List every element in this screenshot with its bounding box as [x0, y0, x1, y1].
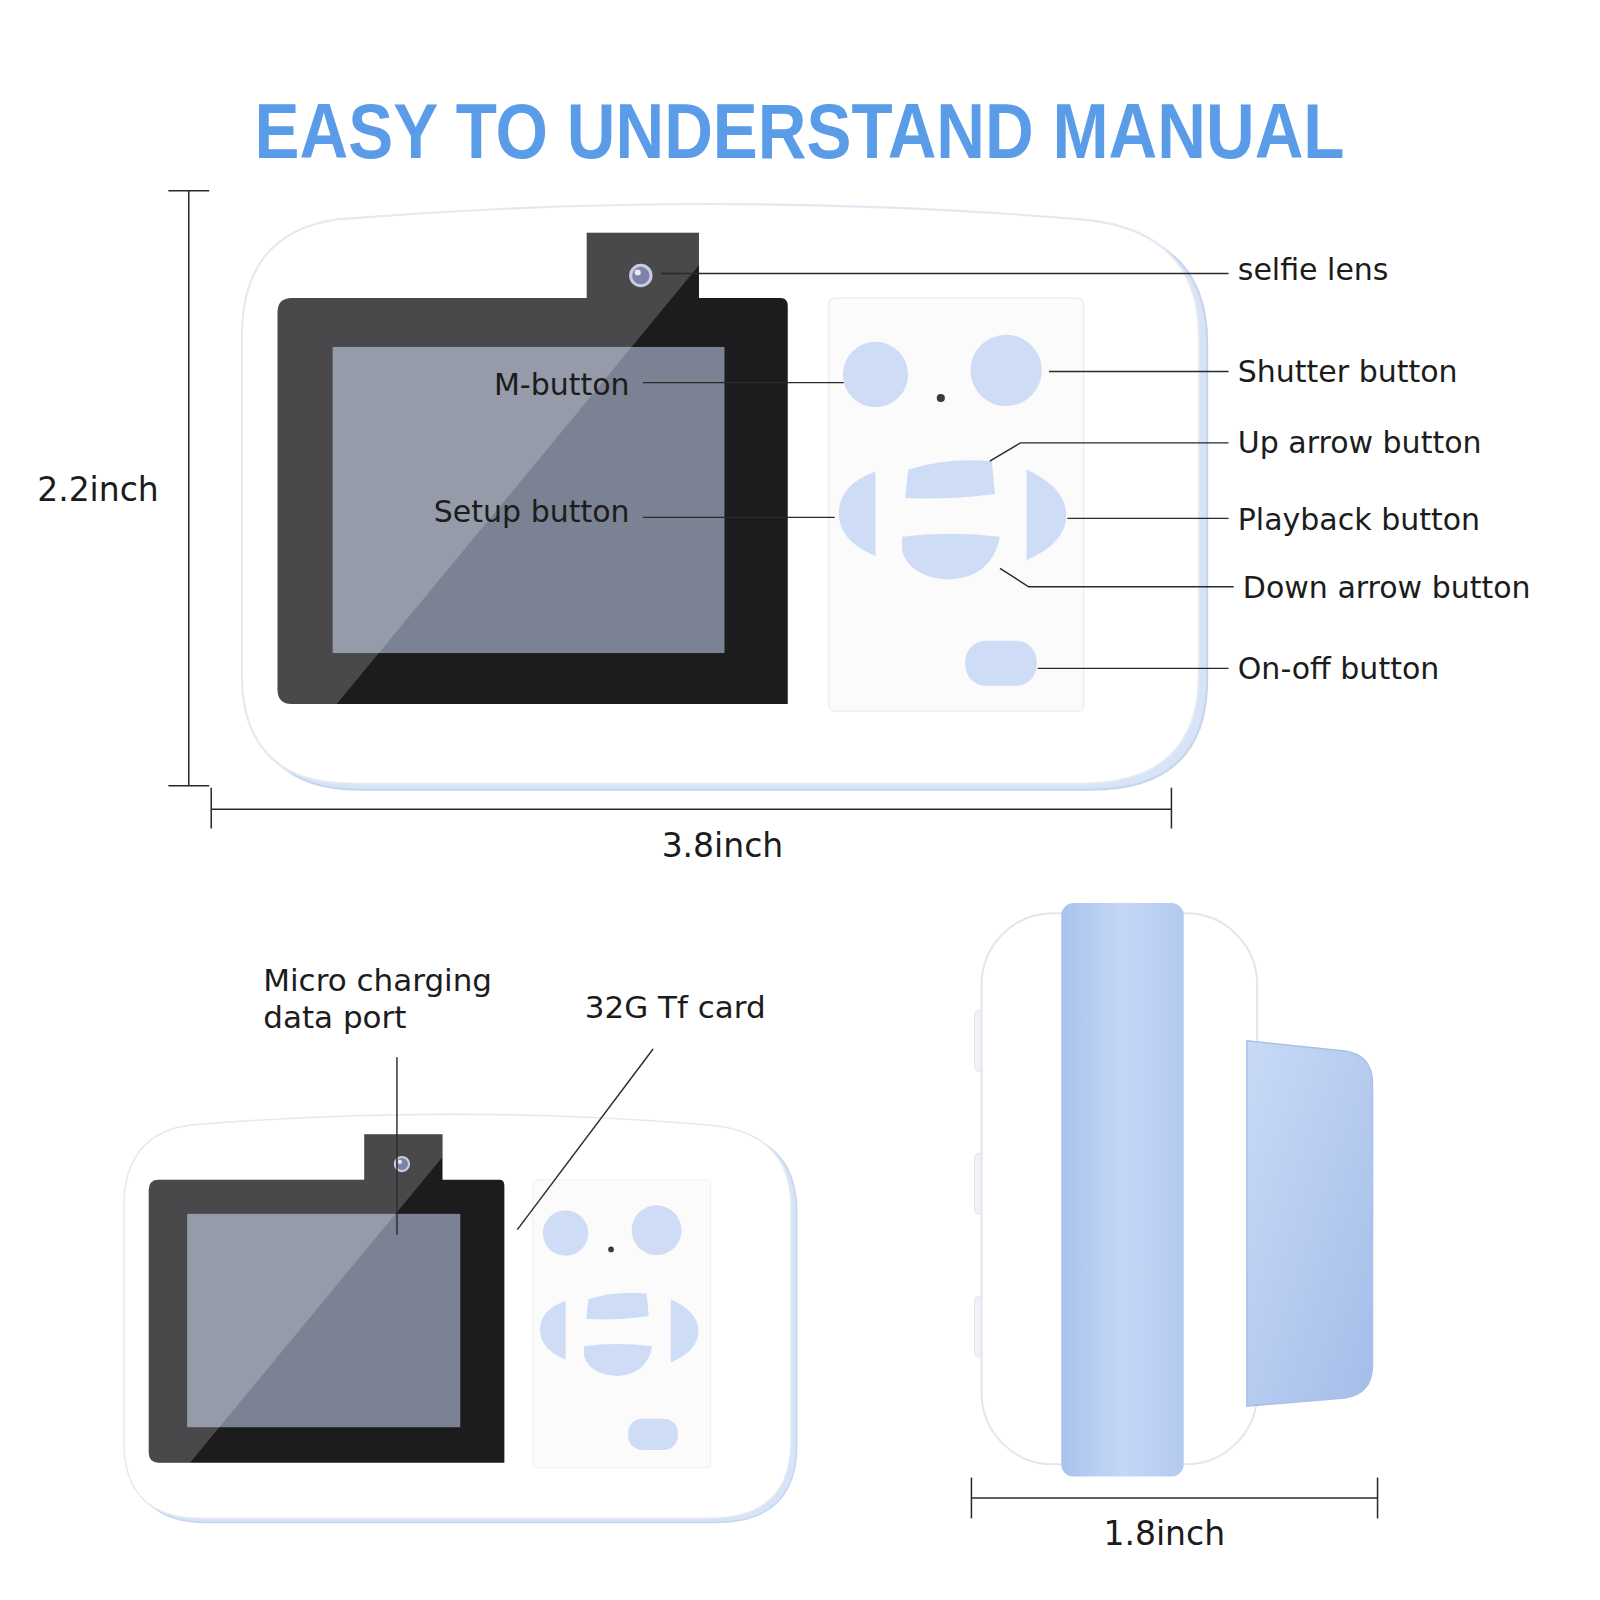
part-label: Playback button	[1238, 502, 1480, 538]
part-label: On-off button	[1238, 651, 1440, 687]
part-label: Micro charging data port	[263, 962, 563, 1036]
part-label: M-button	[494, 367, 630, 403]
part-label: Shutter button	[1238, 354, 1458, 390]
part-label: 32G Tf card	[585, 990, 766, 1027]
dimension-label: 3.8inch	[662, 826, 784, 866]
part-label: Up arrow button	[1238, 425, 1482, 461]
title-text: EASY TO UNDERSTAND MANUAL	[255, 85, 1345, 176]
title-heading: EASY TO UNDERSTAND MANUAL	[0, 85, 1600, 176]
dimension-label: 1.8inch	[1103, 1514, 1225, 1554]
part-label: selfie lens	[1238, 252, 1389, 288]
part-label: Setup button	[434, 494, 630, 530]
dimension-label: 2.2inch	[37, 470, 159, 510]
part-label: Down arrow button	[1243, 570, 1531, 606]
